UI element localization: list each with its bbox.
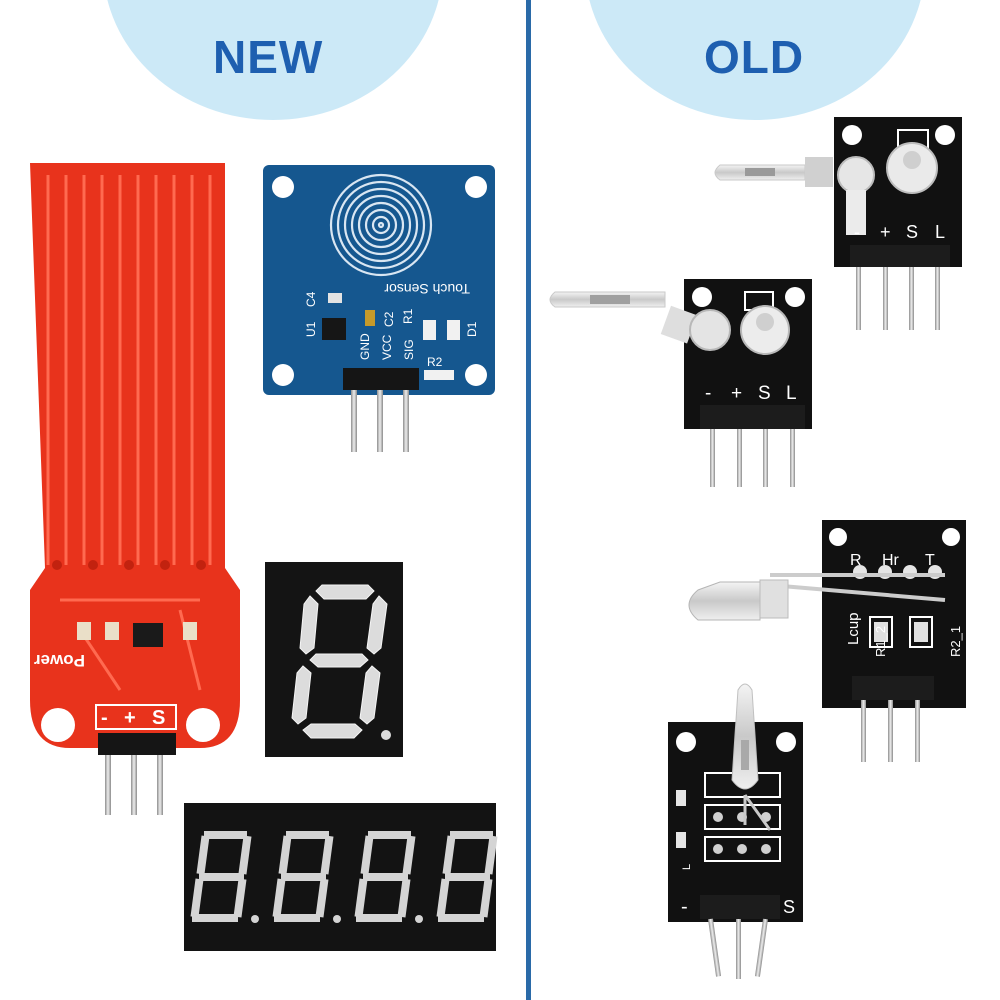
water-pin-s: S xyxy=(152,707,165,729)
heart-label-t: T xyxy=(925,552,935,569)
tilt-b-pin-minus: - xyxy=(705,383,711,404)
water-pin-plus: + xyxy=(124,707,136,729)
water-sensor-power-label: Power xyxy=(34,651,85,670)
old-heading: OLD xyxy=(704,31,805,83)
touch-sensor-module: Touch Sensor C4 U1 C2 R1 D1 R2 GND VCC S… xyxy=(263,165,495,452)
tilt-switch-module-b: - + S L xyxy=(549,279,812,487)
touch-pad-icon xyxy=(329,173,433,277)
new-heading: NEW xyxy=(213,31,324,83)
reed-switch-module: L - S xyxy=(668,683,803,979)
heart-label-r: R xyxy=(850,552,862,569)
water-sensor-hole-right xyxy=(186,708,220,742)
water-pin-minus: - xyxy=(101,707,108,729)
heart-label-hr: Hr xyxy=(882,552,900,569)
touch-label-d1: D1 xyxy=(465,321,479,337)
heart-label-r1: R1_2 xyxy=(873,626,888,657)
reed-label-minus: - xyxy=(681,896,688,918)
water-sensor-transistor xyxy=(133,623,163,647)
touch-label-u1: U1 xyxy=(304,321,318,337)
touch-label-gnd: GND xyxy=(358,333,372,360)
tilt-b-pin-plus: + xyxy=(731,383,742,404)
tilt-a-pin-l: L xyxy=(935,222,945,242)
touch-label-r1: R1 xyxy=(401,308,415,324)
water-sensor-hole-left xyxy=(41,708,75,742)
tilt-b-pin-s: S xyxy=(758,383,771,404)
tilt-a-pin-plus: + xyxy=(880,222,891,242)
touch-label-r2: R2 xyxy=(427,355,443,369)
reed-label-led: L xyxy=(681,864,693,870)
touch-sensor-title: Touch Sensor xyxy=(384,281,470,297)
center-divider xyxy=(526,0,531,1000)
heart-label-r2: R2_1 xyxy=(948,626,963,657)
tilt-switch-module-a: - + S L xyxy=(714,117,962,330)
touch-label-c4: C4 xyxy=(304,291,318,307)
tilt-b-pin-l: L xyxy=(786,383,797,404)
touch-label-sig: SIG xyxy=(402,339,416,360)
touch-label-c2: C2 xyxy=(382,311,396,327)
touch-label-vcc: VCC xyxy=(380,334,394,360)
heart-rate-module: R Hr T Lcup R1_2 R2_1 xyxy=(688,520,966,762)
touch-ic-chip xyxy=(322,318,346,340)
single-seven-segment-display xyxy=(265,562,403,757)
tilt-a-pin-s: S xyxy=(906,222,918,242)
water-level-sensor: Power - + S xyxy=(30,163,240,815)
four-digit-seven-segment-display xyxy=(184,803,498,951)
heart-label-lcup: Lcup xyxy=(845,612,862,645)
tilt-a-pin-minus: - xyxy=(854,222,860,242)
reed-label-s: S xyxy=(783,897,795,917)
water-sensor-traces xyxy=(46,175,212,565)
